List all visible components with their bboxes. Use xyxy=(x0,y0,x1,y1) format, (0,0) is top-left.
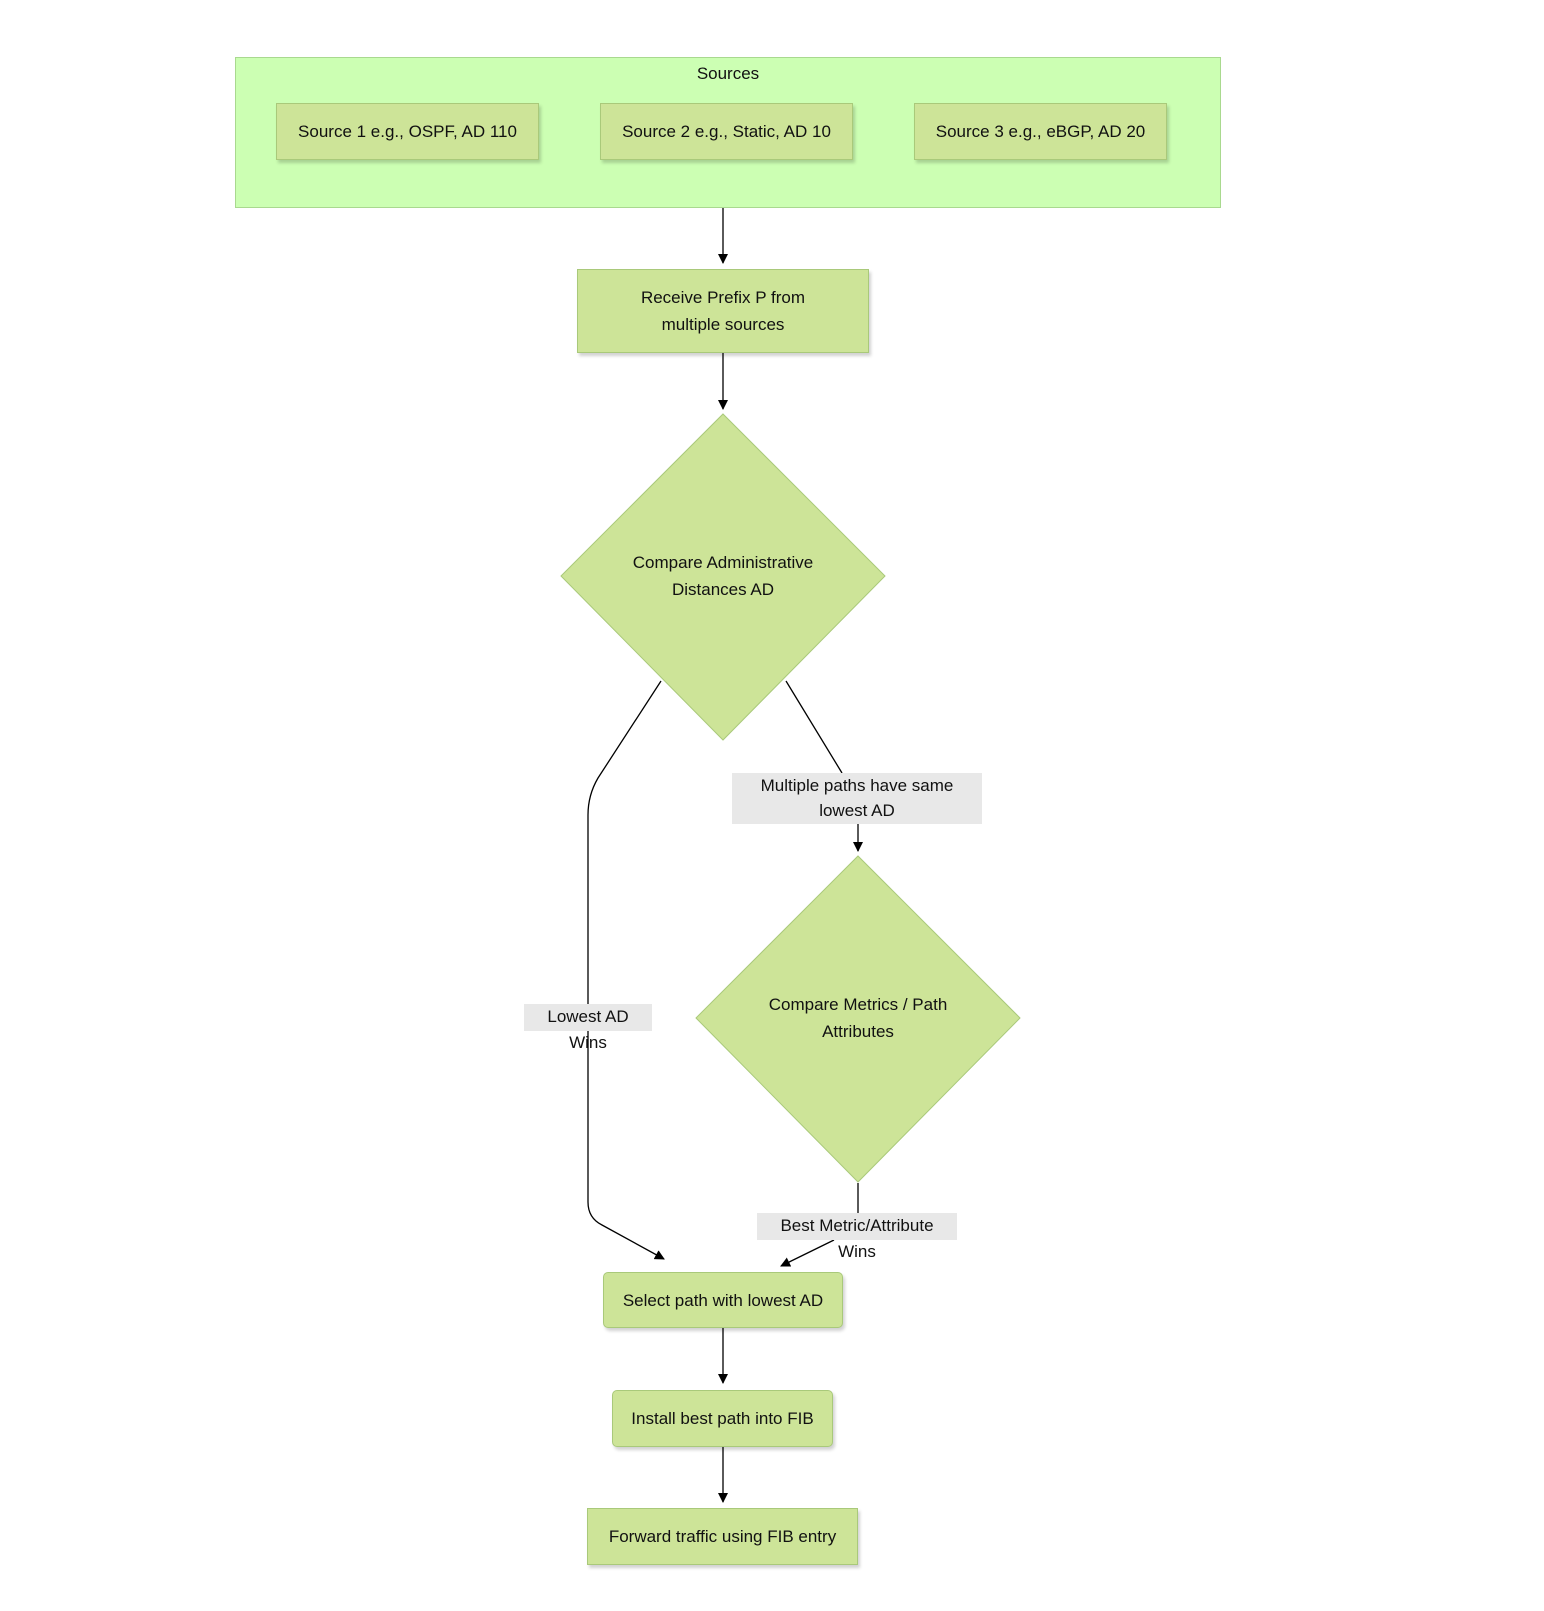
receive-prefix-node[interactable]: Receive Prefix P from multiple sources xyxy=(577,269,869,353)
forward-traffic-node[interactable]: Forward traffic using FIB entry xyxy=(587,1508,858,1565)
compare-ad-node[interactable]: Compare Administrative Distances AD xyxy=(561,414,885,740)
source-1-node[interactable]: Source 1 e.g., OSPF, AD 110 xyxy=(276,103,539,160)
select-path-node[interactable]: Select path with lowest AD xyxy=(603,1272,843,1328)
edge-label-best-metric-wins: Best Metric/Attribute Wins xyxy=(757,1213,957,1261)
forward-traffic-label: Forward traffic using FIB entry xyxy=(608,1527,837,1546)
install-fib-label: Install best path into FIB xyxy=(631,1409,814,1428)
compare-metrics-node[interactable]: Compare Metrics / Path Attributes xyxy=(696,856,1020,1182)
source-2-label: Source 2 e.g., Static, AD 10 xyxy=(622,122,831,141)
compare-metrics-label: Compare Metrics / Path Attributes xyxy=(768,995,948,1041)
compare-ad-diamond-shape xyxy=(560,413,886,741)
source-3-label: Source 3 e.g., eBGP, AD 20 xyxy=(935,122,1146,141)
install-fib-node[interactable]: Install best path into FIB xyxy=(612,1390,833,1447)
edge-label-lowest-ad-wins: Lowest AD Wins xyxy=(524,1004,652,1052)
source-3-node[interactable]: Source 3 e.g., eBGP, AD 20 xyxy=(914,103,1167,160)
edge-best-label-to-select xyxy=(780,1239,835,1267)
compare-ad-label: Compare Administrative Distances AD xyxy=(632,553,814,599)
source-1-label: Source 1 e.g., OSPF, AD 110 xyxy=(298,122,517,141)
receive-prefix-label: Receive Prefix P from multiple sources xyxy=(640,288,806,334)
source-2-node[interactable]: Source 2 e.g., Static, AD 10 xyxy=(600,103,853,160)
select-path-label: Select path with lowest AD xyxy=(622,1290,824,1310)
edge-label-multiple-paths: Multiple paths have same lowest AD xyxy=(732,773,982,824)
edge-compare-ad-to-select xyxy=(587,680,665,1260)
sources-title: Sources xyxy=(696,64,760,83)
edge-compare-ad-to-multiple-label xyxy=(785,680,843,774)
compare-metrics-diamond-shape xyxy=(695,855,1021,1183)
